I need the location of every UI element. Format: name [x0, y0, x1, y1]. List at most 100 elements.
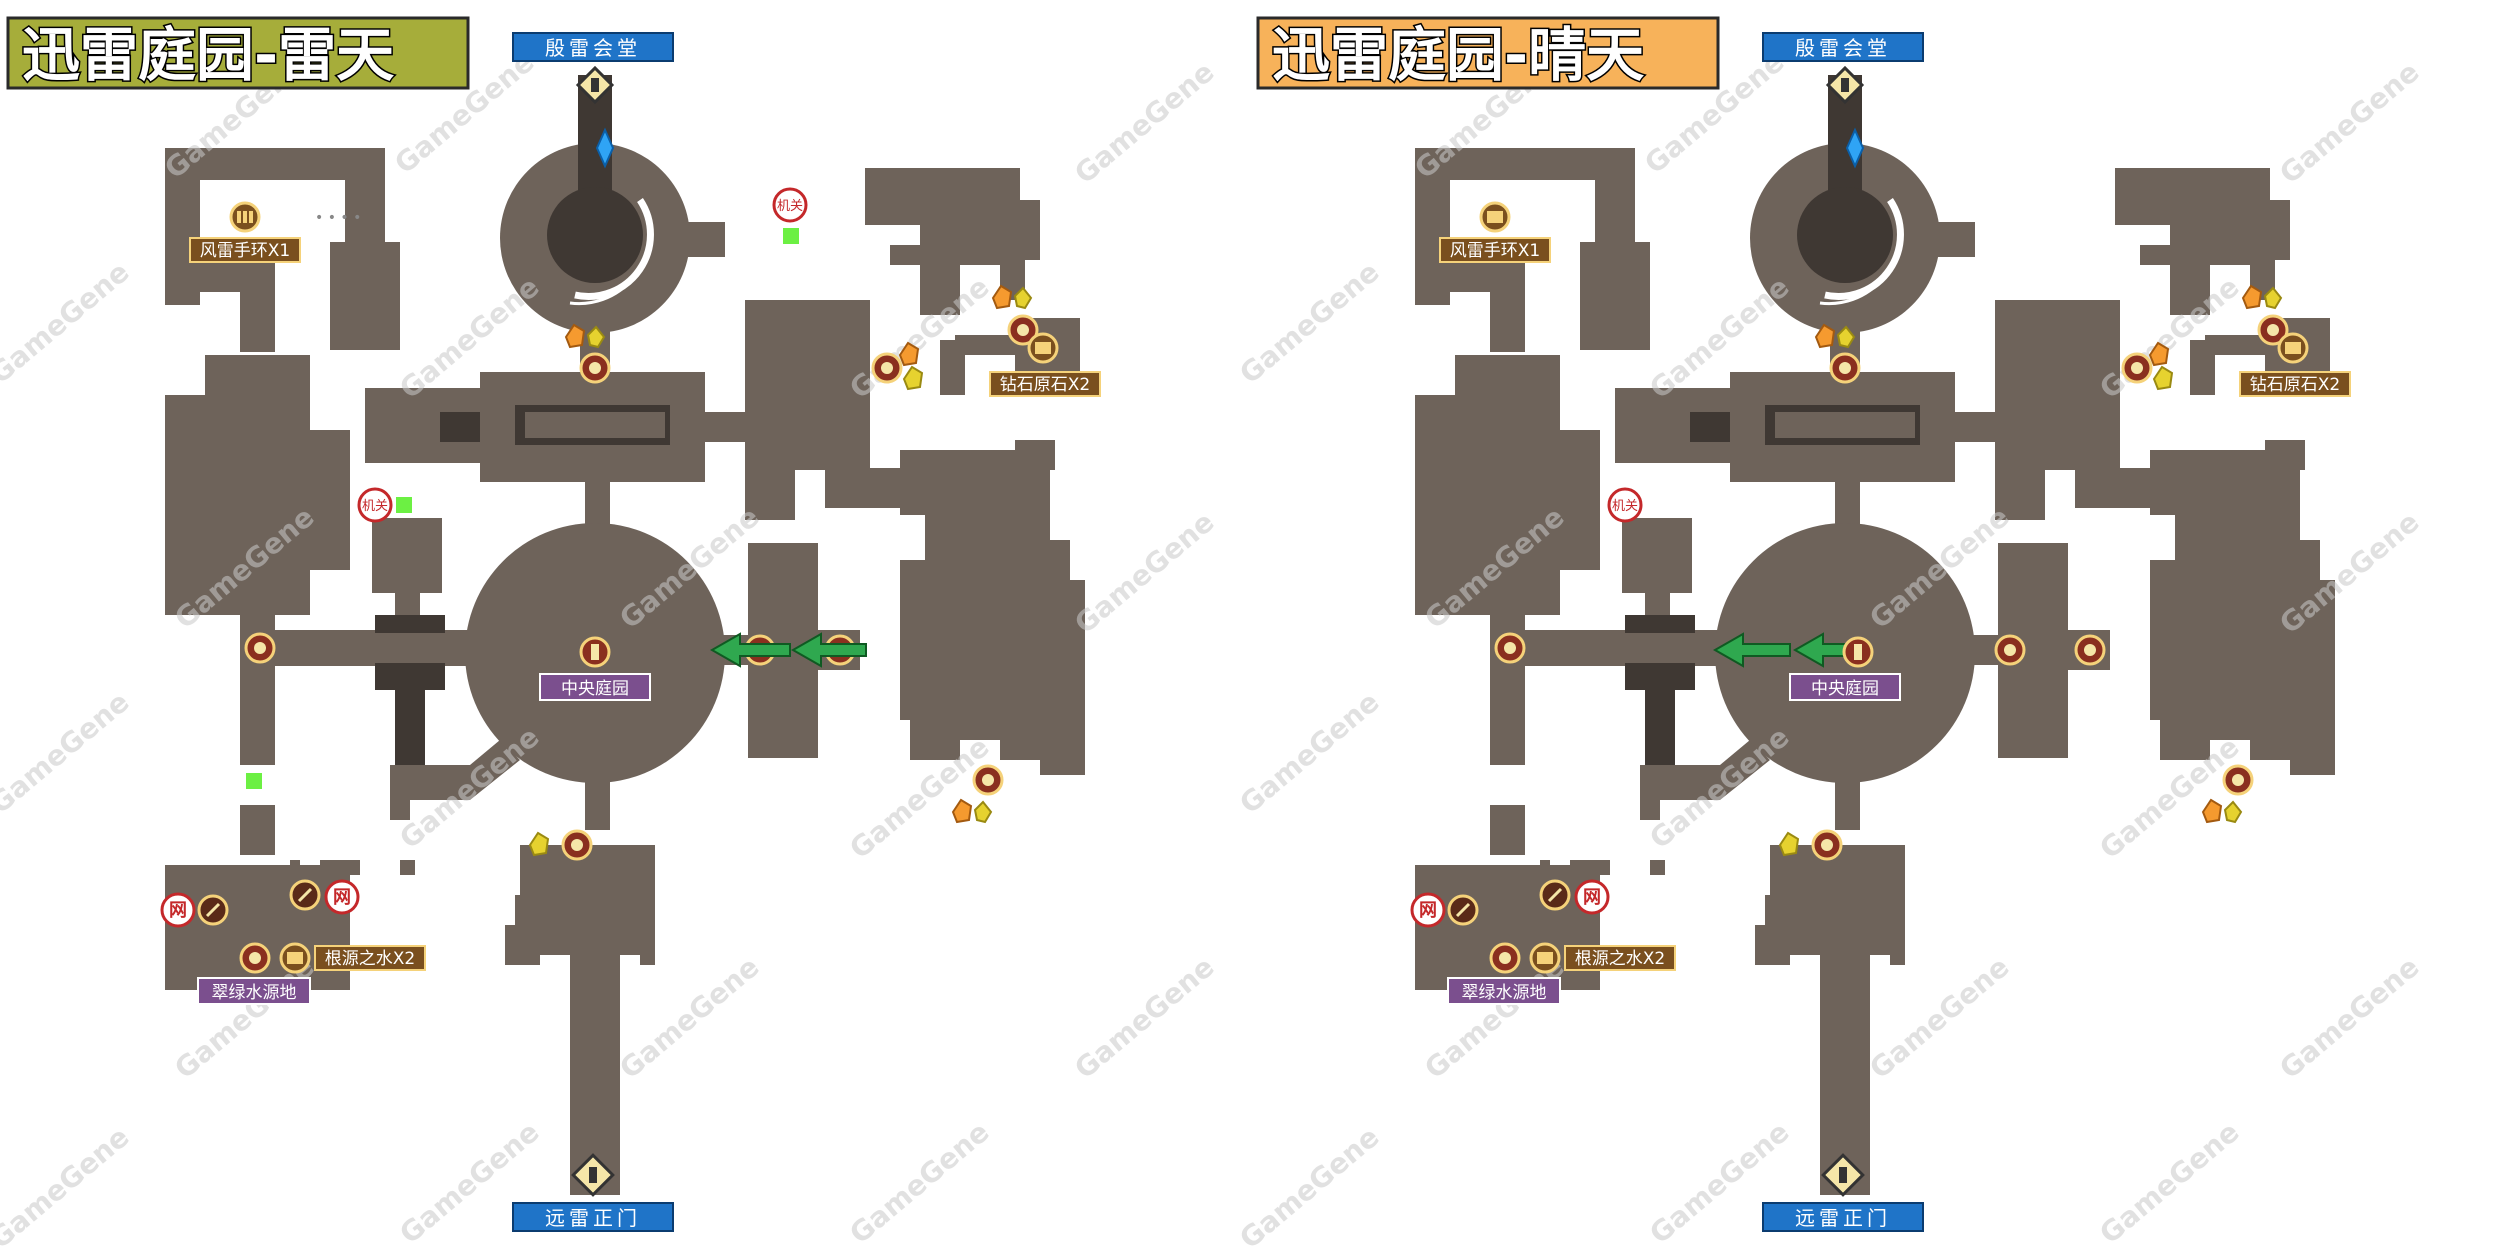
item-diamond-label: 钻石原石X2	[2250, 375, 2340, 395]
area-label-bg	[1447, 977, 1561, 1005]
switch-marker[interactable]: 机关	[1607, 487, 1643, 523]
monster-icon[interactable]	[2257, 314, 2289, 346]
treasure-chest-icon[interactable]	[279, 942, 311, 974]
switch-square[interactable]	[246, 773, 262, 789]
svg-text:GameGene: GameGene	[1068, 950, 1220, 1085]
switch-square[interactable]	[396, 497, 412, 513]
monster-icon[interactable]	[871, 352, 903, 384]
blue-crystal-icon[interactable]	[1845, 127, 1865, 169]
net-label-b: 网	[1583, 887, 1601, 908]
switch-marker[interactable]: 机关	[357, 487, 393, 523]
top-gate-label: 殷雷会堂	[1795, 36, 1891, 60]
monster-icon[interactable]	[1489, 942, 1521, 974]
monster-icon[interactable]	[1007, 314, 1039, 346]
monster-icon[interactable]	[1829, 352, 1861, 384]
panel-right: GameGene GameGene GameGene GameGene Game…	[1233, 16, 2425, 1250]
warp-gate-icon[interactable]	[571, 1153, 615, 1197]
svg-text:GameGene: GameGene	[1068, 505, 1220, 640]
pickaxe-icon[interactable]	[197, 894, 229, 926]
switch-marker[interactable]: 机关	[772, 187, 808, 223]
ore-crystal-icon[interactable]	[2201, 798, 2243, 824]
svg-text:GameGene: GameGene	[2273, 55, 2425, 190]
item-label-bg	[189, 237, 301, 263]
item-water-label: 根源之水X2	[1575, 949, 1665, 969]
ore-crystal-icon[interactable]	[951, 798, 993, 824]
item-diamond-label: 钻石原石X2	[1000, 375, 1090, 395]
top-gate-label-bg	[1762, 32, 1924, 62]
monster-icon[interactable]	[2222, 764, 2254, 796]
net-marker[interactable]: 网	[1410, 892, 1446, 928]
monster-icon[interactable]	[2121, 352, 2153, 384]
monster-icon[interactable]	[1842, 636, 1874, 668]
panel-title: 迅雷庭园-晴天	[1272, 21, 1644, 89]
net-marker[interactable]: 网	[160, 892, 196, 928]
item-wind-label: 风雷手环X1	[1450, 241, 1540, 261]
svg-text:GameGene: GameGene	[1068, 55, 1220, 190]
item-label-bg	[1564, 945, 1676, 971]
warp-gate-icon[interactable]	[575, 65, 615, 105]
monster-icon[interactable]	[1811, 829, 1843, 861]
bottom-gate-label: 远雷正门	[545, 1206, 641, 1230]
net-marker[interactable]: 网	[324, 879, 360, 915]
ore-crystal-icon[interactable]	[564, 323, 606, 349]
monster-icon[interactable]	[244, 632, 276, 664]
direction-arrow-icon	[1712, 632, 1871, 668]
ore-crystal-icon[interactable]	[1778, 831, 1800, 857]
net-label: 网	[169, 900, 187, 921]
treasure-chest-icon[interactable]	[1027, 332, 1059, 364]
warp-gate-icon[interactable]	[1821, 1153, 1865, 1197]
panel-title-bg	[1256, 16, 1720, 90]
item-label-bg	[1439, 237, 1551, 263]
treasure-chest-icon[interactable]	[1479, 201, 1511, 233]
switch-label-b: 机关	[362, 499, 388, 514]
area-label-bg	[197, 977, 311, 1005]
net-label: 网	[1419, 900, 1437, 921]
treasure-chest-icon[interactable]	[2277, 332, 2309, 364]
svg-text:GameGene: GameGene	[1863, 950, 2015, 1085]
switch-square[interactable]	[783, 228, 799, 244]
monster-icon[interactable]	[579, 636, 611, 668]
pickaxe-icon[interactable]	[1539, 879, 1571, 911]
panel-title-bg	[6, 16, 470, 90]
ore-crystal-icon[interactable]	[1814, 323, 1856, 349]
ore-crystal-icon[interactable]	[898, 341, 924, 391]
treasure-chest-icon[interactable]	[229, 201, 261, 233]
monster-icon[interactable]	[2074, 634, 2106, 666]
area-label-bg	[539, 673, 651, 701]
item-label-bg	[989, 371, 1101, 397]
item-label-bg	[314, 945, 426, 971]
treasure-chest-icon[interactable]	[1529, 942, 1561, 974]
monster-icon[interactable]	[561, 829, 593, 861]
direction-arrow-icon	[709, 632, 867, 668]
monster-icon[interactable]	[1994, 634, 2026, 666]
ore-crystal-icon[interactable]	[2241, 284, 2283, 310]
ore-crystal-icon[interactable]	[2148, 341, 2174, 391]
item-water-label: 根源之水X2	[325, 949, 415, 969]
net-marker[interactable]: 网	[1574, 879, 1610, 915]
bottom-gate-label: 远雷正门	[1795, 1206, 1891, 1230]
monster-icon[interactable]	[1494, 632, 1526, 664]
monster-icon[interactable]	[579, 352, 611, 384]
pickaxe-icon[interactable]	[289, 879, 321, 911]
blue-crystal-icon[interactable]	[595, 127, 615, 169]
center-area-label: 中央庭园	[1811, 679, 1879, 699]
monster-icon[interactable]	[239, 942, 271, 974]
svg-text:GameGene: GameGene	[0, 1120, 135, 1250]
svg-text:GameGene: GameGene	[1233, 255, 1385, 390]
ore-crystal-icon[interactable]	[991, 284, 1033, 310]
svg-text:GameGene: GameGene	[843, 1115, 995, 1250]
monster-icon[interactable]	[972, 764, 1004, 796]
bottom-gate-label-bg	[1762, 1202, 1924, 1232]
svg-text:GameGene: GameGene	[2093, 1115, 2245, 1250]
switch-label: 机关	[1612, 499, 1638, 514]
pickaxe-icon[interactable]	[1447, 894, 1479, 926]
ore-crystal-icon[interactable]	[528, 831, 550, 857]
area-label-bg	[1789, 673, 1901, 701]
bottom-gate-label-bg	[512, 1202, 674, 1232]
svg-text:GameGene: GameGene	[1233, 685, 1385, 820]
panel-title: 迅雷庭园-雷天	[22, 21, 394, 89]
svg-text:GameGene: GameGene	[0, 255, 135, 390]
warp-gate-icon[interactable]	[1825, 65, 1865, 105]
switch-label: 机关	[777, 199, 803, 214]
